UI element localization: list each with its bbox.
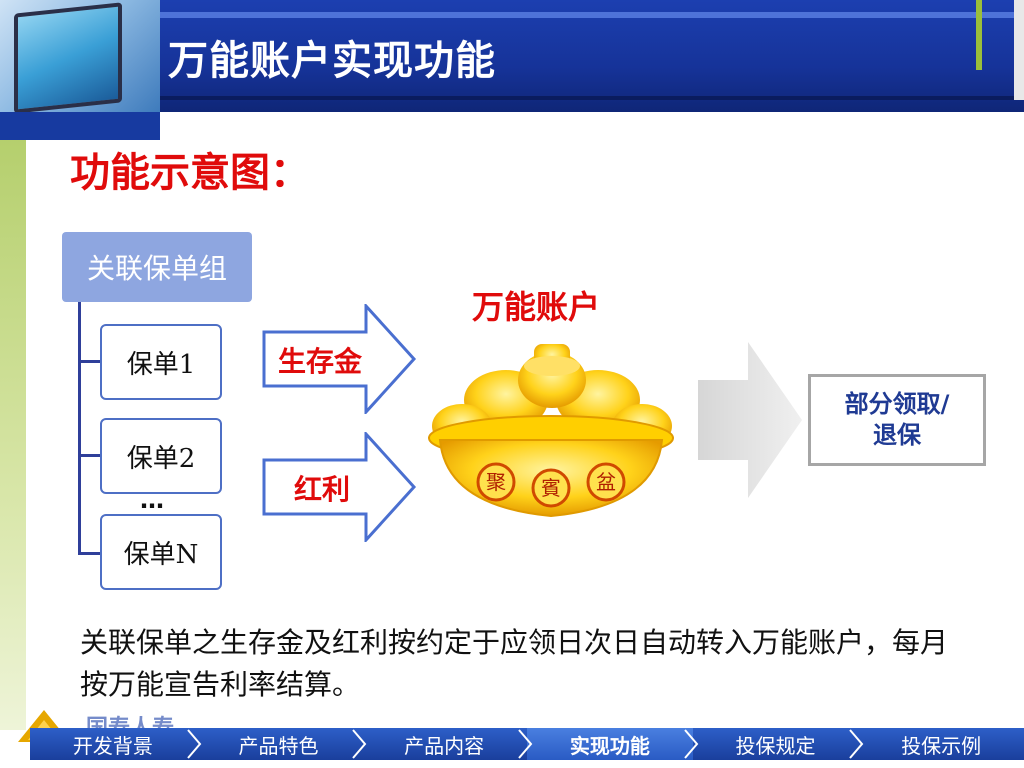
slide-navigation: 开发背景 产品特色 产品内容 实现功能 投保规定 投保示例	[30, 728, 1024, 760]
policy-label: 保单N	[123, 539, 199, 570]
partial-withdrawal-box: 部分领取/ 退保	[808, 374, 986, 466]
policy-label: 保单1	[126, 349, 196, 380]
monitor-screen	[14, 2, 122, 114]
chevron-right-icon	[352, 729, 367, 759]
header-accent-bar	[976, 0, 982, 70]
slide-header	[0, 0, 1024, 112]
bowl-char-3: 盆	[596, 470, 616, 494]
policy-label: 保单2	[126, 443, 196, 474]
nav-item-background[interactable]: 开发背景	[30, 728, 201, 760]
withdraw-line-1: 部分领取/	[844, 389, 950, 418]
nav-label: 开发背景	[72, 733, 153, 758]
policy-ellipsis: …	[140, 486, 164, 514]
computer-monitor-icon	[0, 0, 160, 140]
nav-item-examples[interactable]: 投保示例	[858, 728, 1024, 760]
policy-box-n: 保单N	[100, 514, 222, 590]
nav-label: 产品内容	[404, 733, 485, 758]
tree-connector-1	[78, 360, 102, 363]
chevron-right-icon	[849, 729, 864, 759]
nav-item-implementation[interactable]: 实现功能	[527, 728, 699, 760]
policy-group-box: 关联保单组	[62, 232, 252, 302]
description-text: 关联保单之生存金及红利按约定于应领日次日自动转入万能账户，每月按万能宣告利率结算…	[80, 626, 949, 701]
chevron-right-icon	[186, 729, 201, 759]
universal-account-title: 万能账户	[472, 288, 601, 326]
header-stripe	[160, 12, 1024, 18]
tree-connector-vertical	[78, 302, 81, 554]
nav-label: 产品特色	[238, 733, 319, 758]
nav-label: 实现功能	[569, 733, 650, 758]
tree-connector-2	[78, 454, 102, 457]
header-edge-bar	[1014, 0, 1024, 100]
chevron-right-icon	[683, 729, 699, 759]
survival-benefit-label: 生存金	[278, 345, 363, 378]
diagram-subtitle: 功能示意图：	[70, 150, 310, 196]
withdraw-line-2: 退保	[872, 421, 921, 449]
nav-item-rules[interactable]: 投保规定	[693, 728, 864, 760]
page-title: 万能账户实现功能	[168, 38, 496, 84]
nav-label: 投保规定	[735, 733, 816, 758]
bowl-char-2: 賓	[541, 476, 561, 500]
tree-connector-3	[78, 552, 102, 555]
header-stripe-bottom	[160, 96, 1024, 100]
policy-group-label: 关联保单组	[86, 252, 227, 285]
arrow-right-icon	[262, 432, 417, 542]
big-arrow-right-icon	[698, 342, 802, 498]
left-decorative-bar	[0, 140, 26, 730]
policy-box-1: 保单1	[100, 324, 222, 400]
nav-label: 投保示例	[901, 733, 982, 758]
nav-item-features[interactable]: 产品特色	[196, 728, 367, 760]
nav-item-content[interactable]: 产品内容	[361, 728, 533, 760]
chevron-right-icon	[518, 729, 533, 759]
policy-box-2: 保单2	[100, 418, 222, 494]
dividend-label: 红利	[294, 473, 351, 506]
monitor-base	[0, 112, 160, 140]
arrow-right-icon	[262, 304, 417, 414]
bowl-char-1: 聚	[486, 470, 506, 494]
treasure-bowl-icon: 聚 賓 盆	[428, 344, 674, 518]
